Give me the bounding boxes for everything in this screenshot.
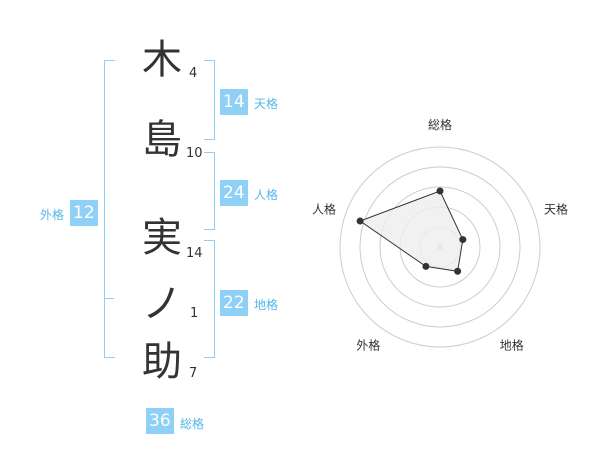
radar-point-4 — [422, 262, 430, 270]
radar-point-2 — [459, 236, 467, 244]
gaikaku-label: 外格 — [40, 208, 65, 222]
radar-series-area — [359, 190, 464, 272]
gaikaku-bracket — [104, 60, 115, 358]
radar-ring-4 — [359, 166, 521, 328]
tenkaku-label: 天格 — [254, 97, 279, 111]
stroke-count-4: 1 — [190, 306, 199, 321]
chikaku-value: 22 — [220, 290, 248, 316]
gaikaku-value: 12 — [70, 200, 98, 226]
jinkaku-label: 人格 — [254, 188, 279, 202]
stroke-count-2: 10 — [186, 146, 203, 161]
name-char-3: 実 — [142, 215, 182, 261]
radar-ring-5 — [339, 146, 541, 348]
radar-axis-label-1: 総格 — [428, 117, 452, 132]
jinkaku-bracket — [204, 152, 215, 230]
name-char-1: 木 — [142, 37, 182, 83]
jinkaku-value: 24 — [220, 180, 248, 206]
stroke-count-1: 4 — [189, 66, 198, 81]
name-char-4: ノ — [142, 281, 182, 327]
radar-point-3 — [454, 267, 462, 275]
radar-axis-label-5: 人格 — [312, 201, 336, 216]
chikaku-label: 地格 — [254, 298, 279, 312]
name-char-2: 島 — [142, 117, 182, 163]
stroke-count-5: 7 — [189, 366, 198, 381]
radar-axis-label-4: 外格 — [356, 338, 380, 353]
radar-ring-3 — [379, 186, 501, 308]
soukaku-label: 総格 — [180, 417, 205, 431]
radar-axis-label-2: 天格 — [544, 201, 568, 216]
stroke-count-3: 14 — [186, 246, 203, 261]
soukaku-value: 36 — [146, 408, 174, 434]
radar-axis-label-3: 地格 — [500, 338, 524, 353]
tenkaku-bracket — [204, 60, 215, 140]
gaikaku-divider — [104, 298, 114, 299]
tenkaku-value: 14 — [220, 89, 248, 115]
name-char-5: 助 — [142, 339, 182, 385]
radar-point-1 — [436, 187, 444, 195]
chikaku-bracket — [204, 240, 215, 358]
radar-point-5 — [356, 217, 364, 225]
